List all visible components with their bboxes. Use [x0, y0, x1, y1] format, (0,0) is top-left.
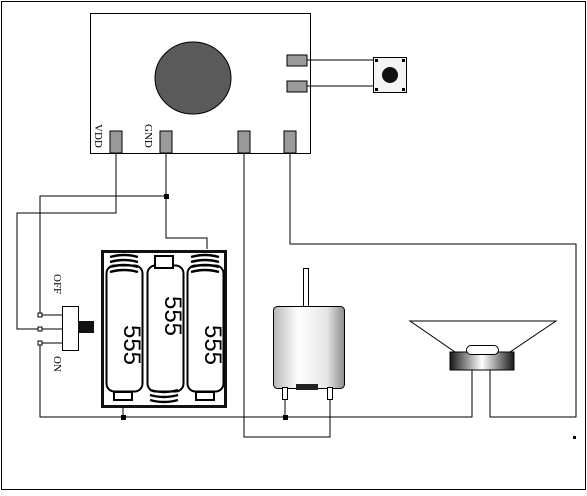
- motor-terminal-right: [327, 387, 333, 400]
- switch-knob: [78, 321, 94, 333]
- speaker-coil: [466, 345, 499, 355]
- junction-dot: [121, 415, 126, 420]
- switch-on-label: ON: [51, 356, 63, 372]
- switch-terminal: [37, 312, 43, 318]
- cell-label-1: 555: [118, 325, 145, 365]
- trigger-pad-2: [286, 80, 308, 93]
- terminal-top-middle: [154, 255, 174, 269]
- pin-speaker: [283, 130, 297, 154]
- vdd-label: VDD: [92, 124, 104, 148]
- wires: [16, 153, 577, 438]
- terminal-bottom-right: [195, 391, 215, 401]
- spring-top-1: [109, 253, 139, 274]
- wire-bottom-bus: [39, 343, 473, 418]
- dc-motor: [273, 268, 345, 400]
- spring-bottom-2: [149, 388, 179, 404]
- button-corner: [402, 88, 405, 91]
- wire-speaker: [289, 153, 577, 418]
- push-button: [307, 57, 407, 93]
- wire-motor: [243, 153, 331, 438]
- junction-dot: [164, 194, 169, 199]
- switch-terminal: [37, 340, 43, 346]
- speaker: [408, 320, 558, 371]
- wire-gnd-switch: [39, 195, 166, 315]
- wire-gnd-battery: [165, 153, 208, 249]
- gnd-label: GND: [142, 124, 154, 148]
- junction-dot: [573, 436, 576, 439]
- motor-body: [273, 306, 345, 389]
- button-cap: [382, 67, 398, 83]
- switch-body: [62, 306, 79, 351]
- motor-terminal-left: [282, 387, 288, 400]
- terminal-bottom-left: [113, 391, 133, 401]
- cell-label-3: 555: [199, 325, 226, 365]
- slide-switch: OFF ON: [37, 274, 94, 372]
- motor-shaft: [303, 268, 309, 307]
- pin-vdd: [109, 130, 123, 154]
- wire-vdd-switch: [16, 153, 117, 330]
- trigger-pad-1: [286, 54, 308, 67]
- pin-gnd: [159, 130, 173, 154]
- chip-blob: [154, 41, 232, 115]
- motor-base: [296, 384, 318, 390]
- button-corner: [375, 59, 378, 62]
- sound-module: VDD GND: [90, 13, 311, 154]
- module-board: [90, 13, 311, 154]
- switch-terminal: [37, 326, 43, 332]
- pin-motor: [237, 130, 251, 154]
- button-corner: [375, 88, 378, 91]
- cell-label-2: 555: [159, 296, 186, 336]
- battery-holder: 555 555 555: [101, 250, 227, 408]
- switch-off-label: OFF: [51, 274, 63, 294]
- junction-dot: [283, 415, 288, 420]
- button-corner: [402, 59, 405, 62]
- spring-top-3: [190, 253, 220, 274]
